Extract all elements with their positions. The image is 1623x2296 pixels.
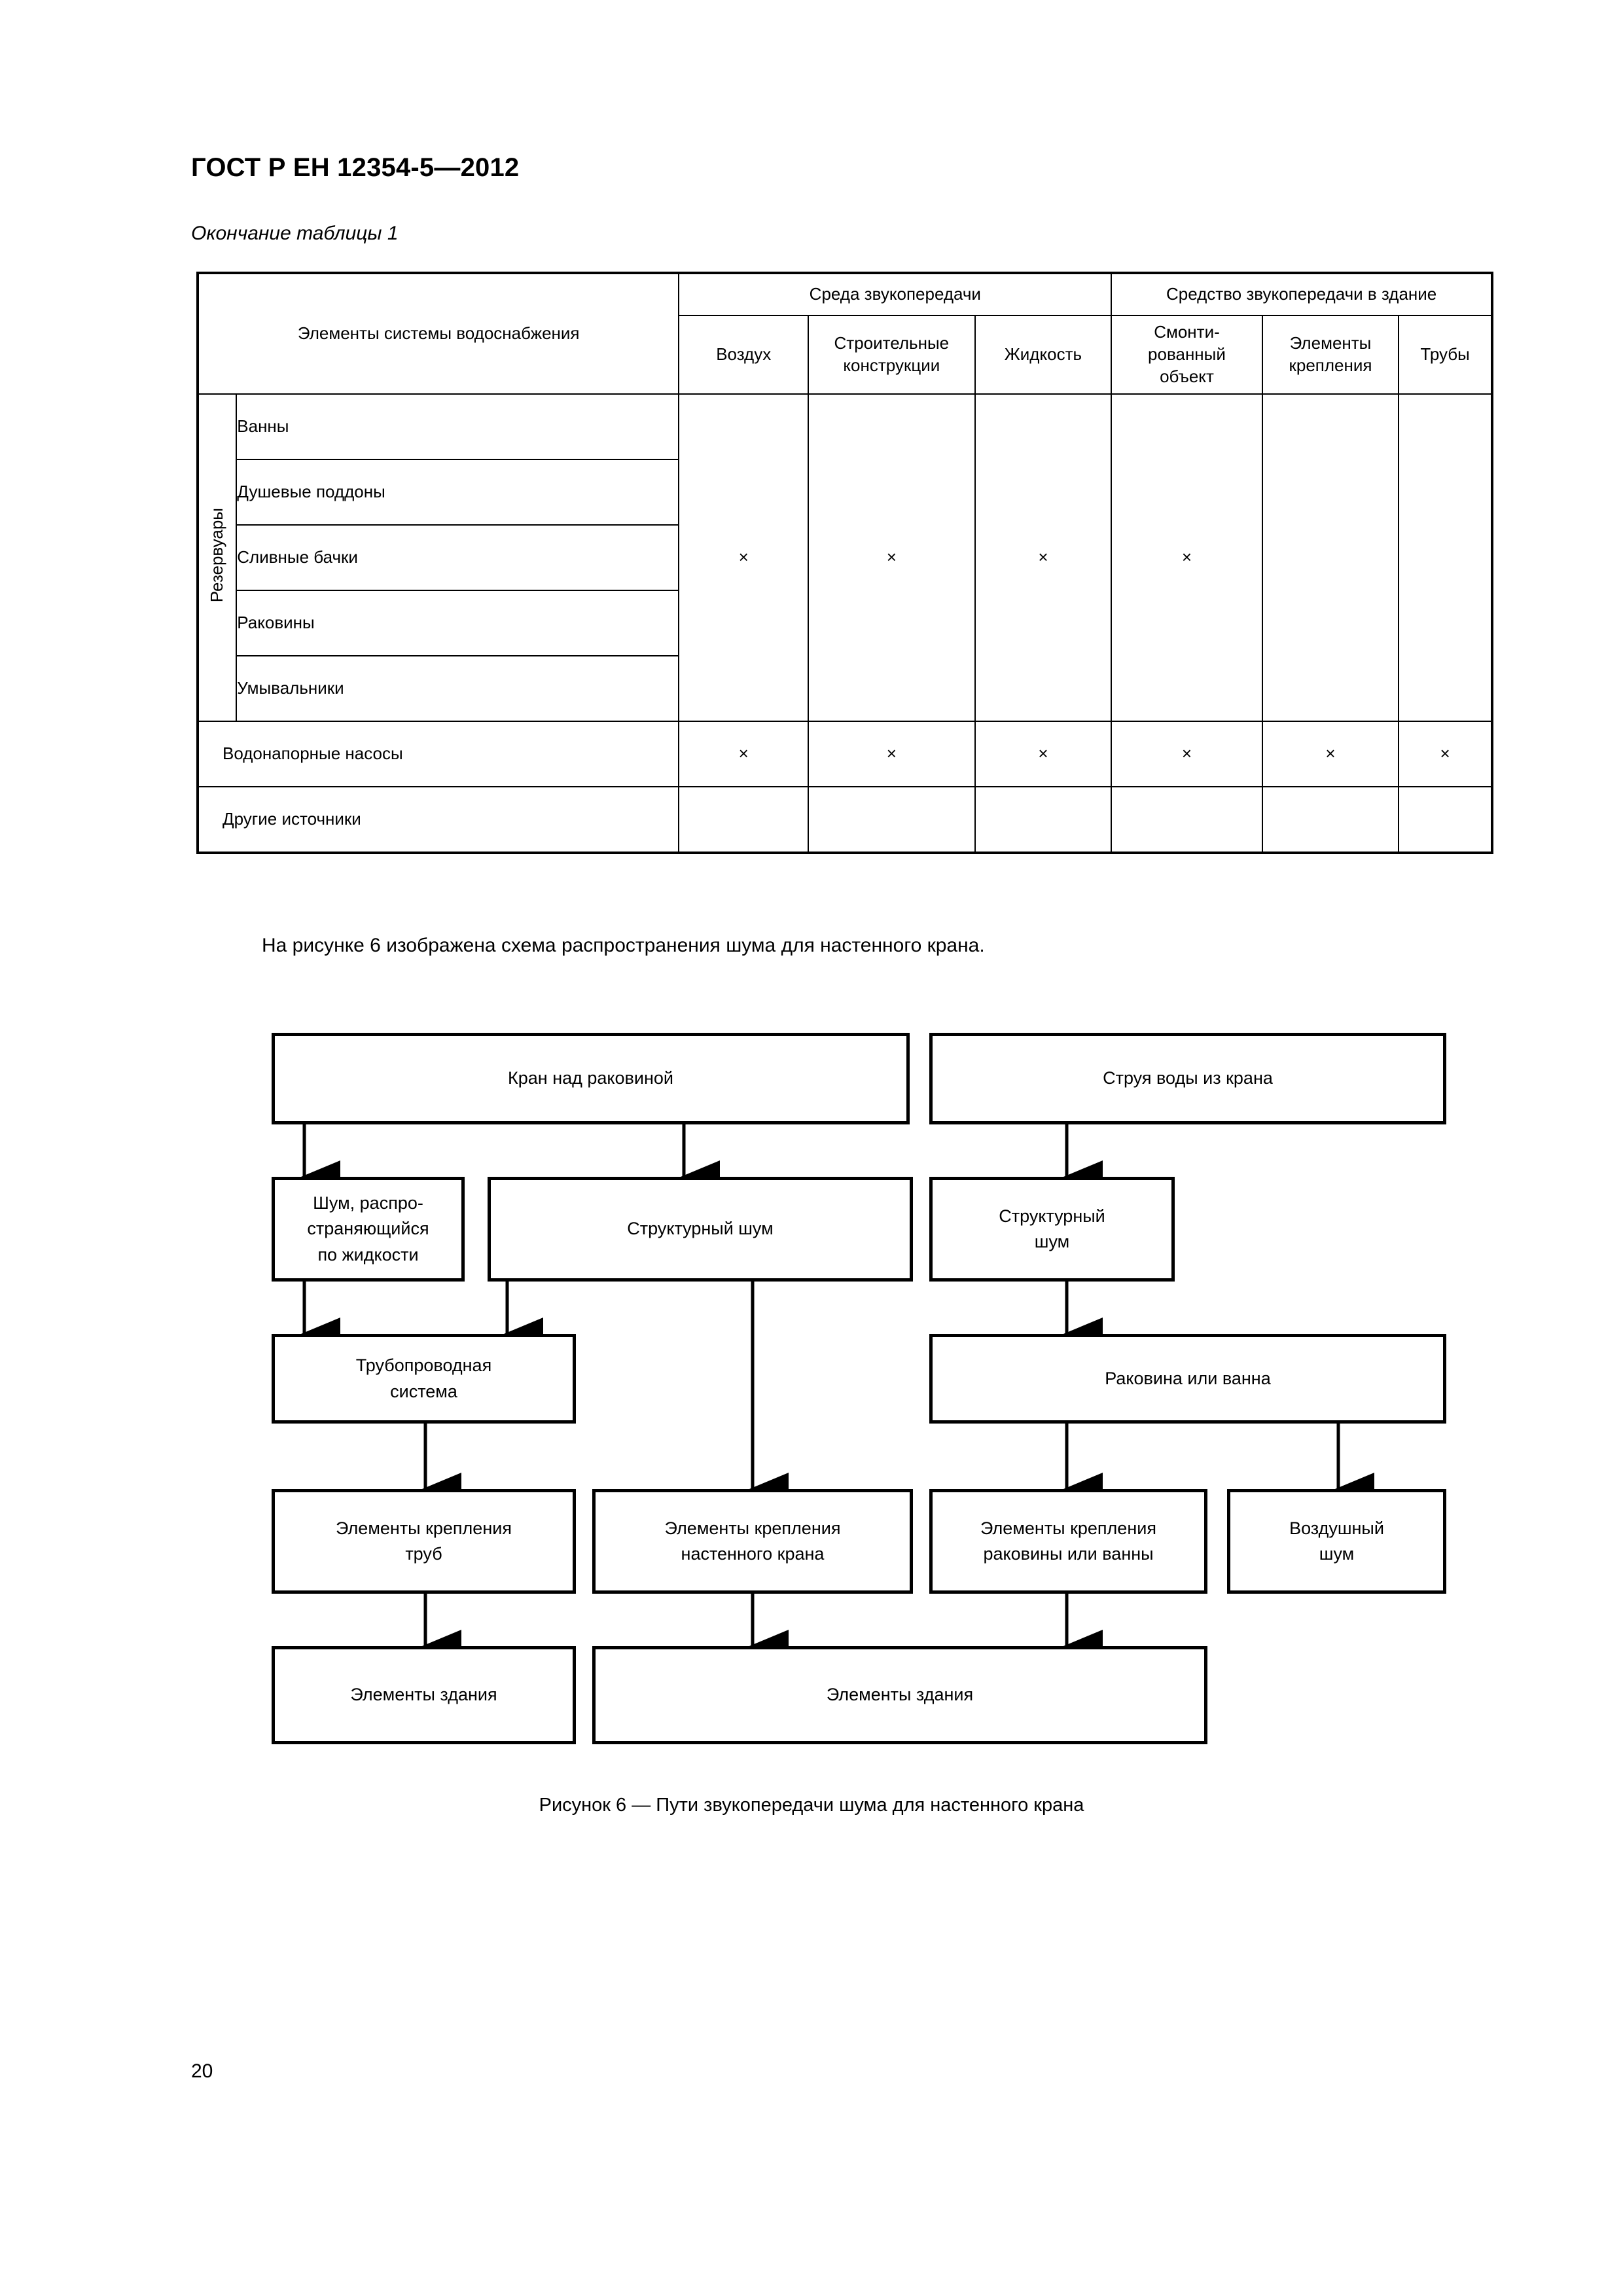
table-header-elements: Элементы системы водоснабжения	[196, 272, 680, 395]
flow-box-label: Элементы крепления труб	[336, 1518, 512, 1564]
flow-box-label: Воздушный шум	[1289, 1518, 1384, 1564]
table-cell-mark: ×	[974, 393, 1113, 722]
col-structures-line2: конструкции	[843, 355, 940, 375]
flow-box-label: Кран над раковиной	[508, 1068, 673, 1088]
flow-box-label: Структурный шум	[999, 1206, 1105, 1251]
table-continuation-label: Окончание таблицы 1	[191, 223, 399, 244]
table-cell-mark: ×	[974, 721, 1113, 787]
table-cell-mark	[1398, 786, 1493, 854]
col-mounted-line1: Смонти-	[1154, 322, 1220, 342]
table-column-mounted-object: Смонти- рованный объект	[1111, 315, 1263, 395]
flow-box-structure-noise-mid: Структурный шум	[488, 1177, 913, 1282]
table-cell-mark	[1261, 786, 1400, 854]
table-cell-label: Другие источники	[196, 786, 680, 854]
flow-box-label: Раковина или ванна	[1105, 1368, 1271, 1388]
table-cell-label: Ванны	[236, 393, 680, 460]
table-group-label-reservoirs: Резервуары	[196, 393, 238, 722]
table-row: Резервуары Ванны × × × ×	[196, 393, 1493, 722]
table-1-continued: Элементы системы водоснабжения Среда зву…	[196, 272, 1493, 854]
page-number: 20	[191, 2060, 213, 2082]
table-cell-label: Сливные бачки	[236, 524, 680, 591]
table-cell-mark: ×	[678, 721, 809, 787]
table-column-structures: Строительные конструкции	[808, 315, 976, 395]
flow-box-sink-or-bath: Раковина или ванна	[929, 1334, 1446, 1424]
flow-box-building-elements-left: Элементы здания	[272, 1646, 576, 1744]
table-cell-mark: ×	[1261, 721, 1400, 787]
flow-box-airborne-noise: Воздушный шум	[1227, 1489, 1446, 1594]
flow-box-label: Элементы крепления раковины или ванны	[980, 1518, 1156, 1564]
table-column-liquid: Жидкость	[974, 315, 1113, 395]
flow-box-structure-noise-right: Структурный шум	[929, 1177, 1175, 1282]
col-mounted-line2: рованный	[1148, 344, 1226, 365]
flow-box-sink-fasteners: Элементы крепления раковины или ванны	[929, 1489, 1207, 1594]
table-row: Раковины	[198, 590, 1492, 656]
flow-box-pipe-system: Трубопроводная система	[272, 1334, 576, 1424]
table-cell-mark: ×	[808, 393, 976, 722]
table-row: Водонапорные насосы × × × × × ×	[196, 721, 1493, 787]
flow-box-label: Шум, распро- страняющийся по жидкости	[307, 1193, 429, 1265]
flow-box-label: Трубопроводная система	[355, 1355, 492, 1401]
col-structures-line1: Строительные	[834, 333, 950, 353]
col-fasteners-line1: Элементы	[1289, 333, 1372, 353]
flow-box-tap-fasteners: Элементы крепления настенного крана	[592, 1489, 913, 1594]
table-cell-mark	[808, 786, 976, 854]
flow-box-label: Струя воды из крана	[1103, 1068, 1273, 1088]
col-mounted-line3: объект	[1160, 366, 1214, 386]
table-cell-mark	[1261, 393, 1400, 722]
flow-box-water-jet: Струя воды из крана	[929, 1033, 1446, 1124]
flow-box-label: Структурный шум	[627, 1219, 774, 1239]
table-column-fasteners: Элементы крепления	[1261, 315, 1400, 395]
table-column-air: Воздух	[678, 315, 809, 395]
intro-paragraph: На рисунке 6 изображена схема распростра…	[262, 935, 985, 956]
document-standard-id: ГОСТ Р ЕН 12354-5—2012	[191, 153, 520, 182]
table-cell-mark: ×	[678, 393, 809, 722]
flow-box-label: Элементы крепления настенного крана	[664, 1518, 841, 1564]
vertical-group-text: Резервуары	[207, 507, 227, 602]
table-cell-mark	[1111, 786, 1263, 854]
table-group-header-means: Средство звукопередачи в здание	[1111, 272, 1493, 316]
col-pipes-text: Трубы	[1420, 344, 1470, 365]
col-air-text: Воздух	[716, 344, 772, 365]
table-cell-label: Водонапорные насосы	[196, 721, 680, 787]
table-cell-label: Раковины	[236, 590, 680, 656]
table-cell-label: Душевые поддоны	[236, 459, 680, 526]
col-liquid-text: Жидкость	[1004, 344, 1082, 365]
table-row: Сливные бачки	[198, 524, 1492, 591]
flow-box-label: Элементы здания	[350, 1685, 497, 1705]
table-cell-mark: ×	[1111, 721, 1263, 787]
table-row: Умывальники	[198, 655, 1492, 722]
table-group-header-medium: Среда звукопередачи	[678, 272, 1113, 316]
table-row: Душевые поддоны	[198, 459, 1492, 526]
flow-box-pipe-fasteners: Элементы крепления труб	[272, 1489, 576, 1594]
figure-caption: Рисунок 6 — Пути звукопередачи шума для …	[539, 1795, 1084, 1816]
table-cell-mark: ×	[808, 721, 976, 787]
table-cell-mark	[974, 786, 1113, 854]
table-cell-mark: ×	[1398, 721, 1493, 787]
table-row: Другие источники	[196, 786, 1493, 854]
table-column-pipes: Трубы	[1398, 315, 1493, 395]
col-fasteners-line2: крепления	[1289, 355, 1372, 375]
flow-box-liquid-borne-noise: Шум, распро- страняющийся по жидкости	[272, 1177, 465, 1282]
table-cell-mark	[1398, 393, 1493, 722]
table-cell-mark	[678, 786, 809, 854]
flow-box-label: Элементы здания	[826, 1685, 974, 1705]
flow-box-building-elements-right: Элементы здания	[592, 1646, 1207, 1744]
table-cell-mark: ×	[1111, 393, 1263, 722]
flow-box-tap-over-sink: Кран над раковиной	[272, 1033, 910, 1124]
table-cell-label: Умывальники	[236, 655, 680, 722]
